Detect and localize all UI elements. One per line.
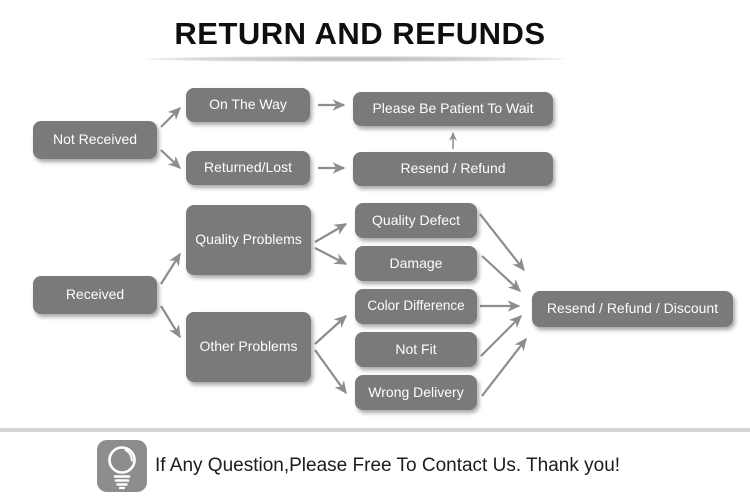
node-other-problems: Other Problems bbox=[186, 312, 311, 382]
arrow-qualitydefect-discount bbox=[479, 213, 525, 272]
arrow-qualityproblems-damage bbox=[314, 247, 348, 265]
node-damage: Damage bbox=[355, 246, 477, 281]
arrow-damage-discount bbox=[481, 255, 522, 292]
arrow-notfit-discount bbox=[480, 314, 523, 357]
arrow-qualityproblems-qualitydefect bbox=[314, 223, 348, 243]
footer-message: If Any Question,Please Free To Contact U… bbox=[155, 455, 621, 476]
node-received: Received bbox=[33, 276, 157, 314]
node-not-fit: Not Fit bbox=[355, 332, 477, 367]
footer-divider bbox=[0, 428, 750, 432]
title-underline bbox=[145, 56, 565, 62]
node-on-the-way: On The Way bbox=[186, 88, 310, 122]
arrow-wrongdelivery-discount bbox=[481, 337, 527, 397]
arrow-notreceived-returnedlost bbox=[160, 149, 182, 169]
arrow-otherproblems-wrongdelivery bbox=[314, 349, 347, 395]
node-color-difference: Color Difference bbox=[355, 289, 477, 324]
node-returned-lost: Returned/Lost bbox=[186, 151, 310, 185]
node-please-be-patient: Please Be Patient To Wait bbox=[353, 92, 553, 126]
node-wrong-delivery: Wrong Delivery bbox=[355, 375, 477, 410]
node-not-received: Not Received bbox=[33, 121, 157, 159]
node-quality-problems: Quality Problems bbox=[186, 205, 311, 275]
node-resend-refund-discount: Resend / Refund / Discount bbox=[532, 291, 733, 327]
node-quality-defect: Quality Defect bbox=[355, 203, 477, 238]
arrow-received-qualityproblems bbox=[160, 252, 181, 285]
node-resend-refund: Resend / Refund bbox=[353, 152, 553, 186]
lightbulb-icon bbox=[97, 440, 147, 492]
arrow-received-otherproblems bbox=[160, 305, 181, 339]
page-title: RETURN AND REFUNDS bbox=[174, 16, 546, 51]
arrow-notreceived-ontheway bbox=[160, 106, 182, 128]
arrow-otherproblems-colordifference bbox=[314, 315, 348, 345]
